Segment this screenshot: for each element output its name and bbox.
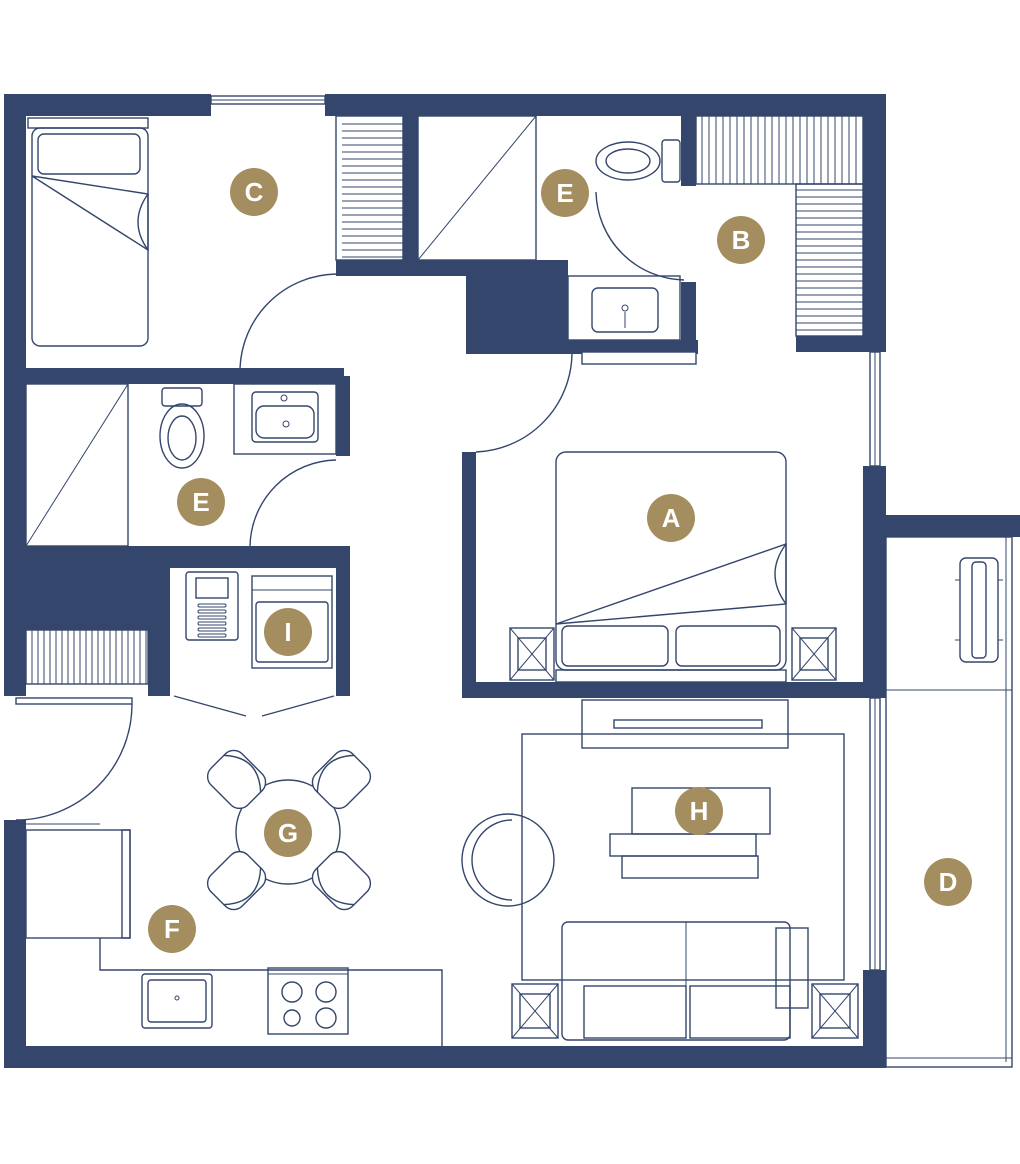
side-table-right	[811, 983, 859, 1039]
door-swing-c	[239, 273, 337, 369]
single-bed	[27, 117, 149, 347]
room-label-i: I	[284, 617, 291, 647]
fridge	[25, 823, 131, 939]
double-bed	[555, 451, 787, 683]
room-badge-c: C	[230, 168, 278, 216]
outdoor-bench	[955, 557, 1003, 663]
room-badge-i: I	[264, 608, 312, 656]
tv-console	[581, 699, 789, 749]
room-badge-e-bath: E	[177, 478, 225, 526]
hall-wardrobe	[15, 629, 149, 821]
room-badges: A B C D E E F G	[148, 168, 972, 953]
side-table-left	[511, 983, 559, 1039]
sink-e1	[233, 383, 337, 455]
laundry-i	[173, 571, 335, 717]
room-label-e-ensuite: E	[556, 178, 573, 208]
room-label-e-bath: E	[192, 487, 209, 517]
door-swing-e1	[249, 459, 337, 547]
bedroom-c	[27, 115, 404, 369]
door-swing-a	[475, 353, 573, 453]
room-badge-b: B	[717, 216, 765, 264]
room-badge-a: A	[647, 494, 695, 542]
dining-chair	[206, 749, 267, 810]
door-swing-e2	[595, 191, 685, 281]
nightstand-left	[509, 627, 555, 681]
room-label-b: B	[732, 225, 751, 255]
windows	[210, 95, 881, 971]
room-badge-f: F	[148, 905, 196, 953]
dining-chair	[206, 850, 267, 911]
kitchen-f	[25, 823, 443, 1046]
living-h	[461, 699, 859, 1041]
room-badge-e-ensuite: E	[541, 169, 589, 217]
room-label-f: F	[164, 914, 180, 944]
room-badge-h: H	[675, 787, 723, 835]
cooktop	[267, 967, 349, 1035]
dining-chair	[311, 850, 372, 911]
door-swing-entry	[15, 703, 133, 821]
sofa	[561, 921, 809, 1041]
toilet-e1	[159, 387, 205, 469]
room-label-h: H	[690, 796, 709, 826]
toilet-e2	[595, 139, 681, 183]
room-label-a: A	[662, 503, 681, 533]
master-bedroom-a	[475, 353, 837, 683]
kitchen-sink	[141, 973, 213, 1029]
dining-g	[206, 749, 372, 911]
dining-table	[235, 779, 341, 885]
bathroom-e1	[25, 383, 337, 547]
sink-e2	[567, 275, 681, 341]
nightstand-right	[791, 627, 837, 681]
dining-chair	[311, 749, 372, 810]
room-badge-d: D	[924, 858, 972, 906]
wardrobe-b	[695, 115, 864, 337]
room-label-c: C	[245, 177, 264, 207]
room-label-d: D	[939, 867, 958, 897]
room-badge-g: G	[264, 809, 312, 857]
armchair	[461, 813, 555, 907]
ensuite-e2	[417, 115, 697, 365]
room-label-g: G	[278, 818, 298, 848]
terrace-d	[885, 536, 1013, 1068]
walls	[4, 94, 1020, 1068]
staircase-c	[335, 115, 404, 261]
